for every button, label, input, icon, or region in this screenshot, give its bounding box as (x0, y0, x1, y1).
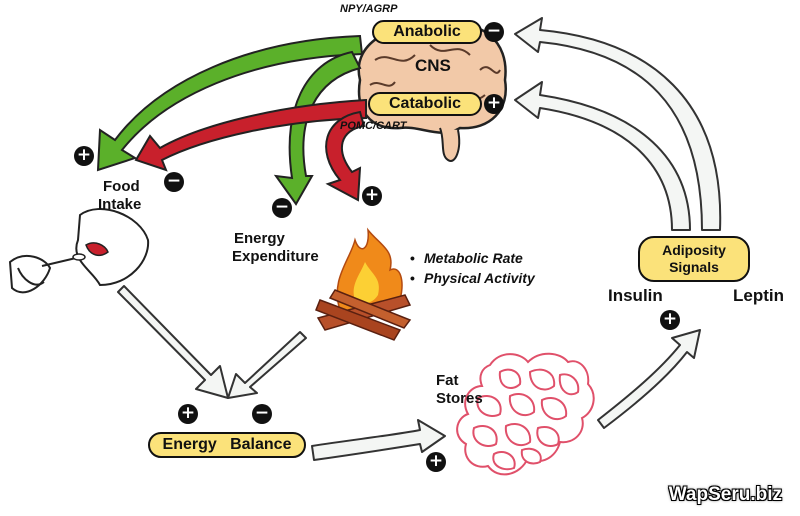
energy-balance-minus-sign: − (252, 404, 272, 424)
adiposity-label-line2: Signals (669, 259, 719, 275)
watermark: WapSeru.biz (668, 484, 782, 505)
anabolic-arrows (96, 34, 364, 206)
fat-stores-plus-sign: + (426, 452, 446, 472)
energy-expenditure-label-line2: Expenditure (232, 248, 319, 265)
food-intake-plus-sign: + (74, 146, 94, 166)
metabolic-rate-bullet: • (410, 250, 415, 266)
cns-label: CNS (415, 56, 451, 75)
expenditure-minus-sign: − (272, 198, 292, 218)
physical-activity-bullet: • (410, 270, 415, 286)
insulin-plus-sign: + (660, 310, 680, 330)
food-intake-label-line2: Intake (98, 196, 142, 213)
expenditure-plus-sign: + (362, 186, 382, 206)
catabolic-plus-sign: + (484, 94, 504, 114)
food-intake-minus-sign: − (164, 172, 184, 192)
energy-expenditure-label-line1: Energy (234, 230, 285, 247)
metabolic-rate-label: Metabolic Rate (424, 250, 523, 266)
leptin-label: Leptin (733, 286, 784, 305)
catabolic-pill: Catabolic (368, 92, 482, 116)
food-intake-label-line1: Food (103, 178, 140, 195)
anabolic-minus-sign: − (484, 22, 504, 42)
fat-cells-illustration (456, 352, 595, 476)
energy-balance-pill: Energy Balance (148, 432, 306, 458)
anabolic-pill: Anabolic (372, 20, 482, 44)
npy-agrp-label: NPY/AGRP (340, 3, 398, 15)
adiposity-label-line1: Adiposity (662, 242, 726, 258)
fire-illustration (315, 227, 412, 341)
food-intake-illustration (8, 208, 150, 294)
catabolic-arrows (134, 98, 367, 202)
physical-activity-label: Physical Activity (424, 270, 535, 286)
fat-stores-label-line1: Fat (436, 372, 459, 389)
pomc-cart-label: POMC/CART (340, 120, 407, 132)
adiposity-signals-pill: Adiposity Signals (638, 236, 750, 282)
feedback-arrows (117, 17, 722, 461)
fat-stores-label-line2: Stores (436, 390, 483, 407)
insulin-label: Insulin (608, 286, 663, 305)
energy-balance-plus-sign: + (178, 404, 198, 424)
